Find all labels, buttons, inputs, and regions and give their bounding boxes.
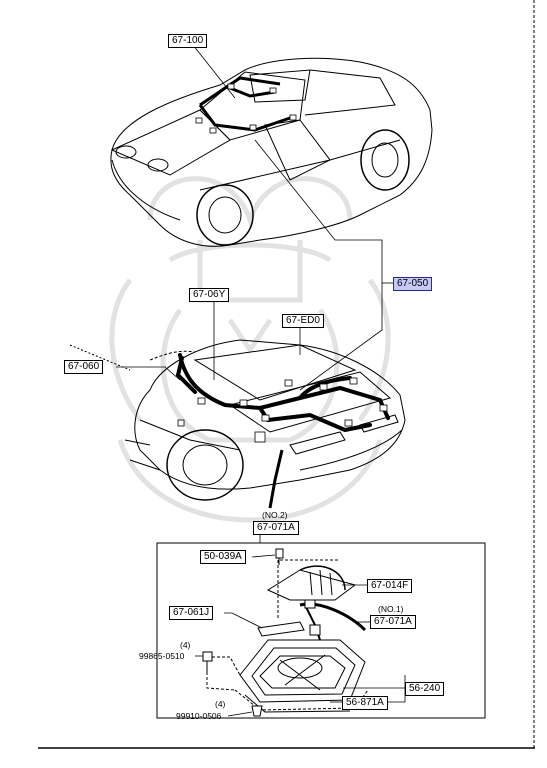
label-50-039a[interactable]: 50-039A <box>200 550 246 564</box>
sports-car-rear-view-icon <box>69 339 406 501</box>
samurai-helmet-watermark-icon <box>109 176 391 523</box>
roof-wiring-harness <box>198 76 291 132</box>
detail-frame <box>156 542 486 719</box>
leader-99910 <box>227 711 253 717</box>
leader-no2 <box>268 449 284 509</box>
label-67-071a-top[interactable]: 67-071A <box>253 521 299 535</box>
label-67-050[interactable]: 67-050 <box>393 277 433 291</box>
qty-label-bottom: (4) <box>215 699 226 709</box>
fuse-box-assembly-icon <box>202 548 369 717</box>
label-99865-0510[interactable]: 99865-0510 <box>139 651 185 661</box>
label-67-06y[interactable]: 67-06Y <box>189 288 230 302</box>
sports-car-front-view-icon <box>110 57 433 247</box>
label-67-ed0[interactable]: 67-ED0 <box>282 314 324 328</box>
harness-connectors-top <box>195 83 297 134</box>
label-67-071a-mid[interactable]: 67-071A <box>370 615 416 629</box>
leader-67-060 <box>116 366 181 381</box>
label-56-240[interactable]: 56-240 <box>405 682 445 696</box>
label-no1: (NO.1) <box>378 604 404 614</box>
harness-connectors-rear <box>177 377 388 443</box>
label-67-061j[interactable]: 67-061J <box>169 606 214 620</box>
leader-67-061j <box>224 612 263 629</box>
label-no2: (NO.2) <box>262 510 288 520</box>
label-56-871a[interactable]: 56-871A <box>342 696 388 710</box>
leader-67-050 <box>254 139 383 391</box>
label-67-014f[interactable]: 67-014F <box>367 579 413 593</box>
leader-50-039a <box>251 554 276 558</box>
label-67-100[interactable]: 67-100 <box>168 34 208 48</box>
label-99910-0506[interactable]: 99910-0506 <box>176 711 222 721</box>
qty-label-top: (4) <box>180 640 191 650</box>
label-67-060[interactable]: 67-060 <box>64 360 104 374</box>
leader-67-100 <box>192 44 236 99</box>
